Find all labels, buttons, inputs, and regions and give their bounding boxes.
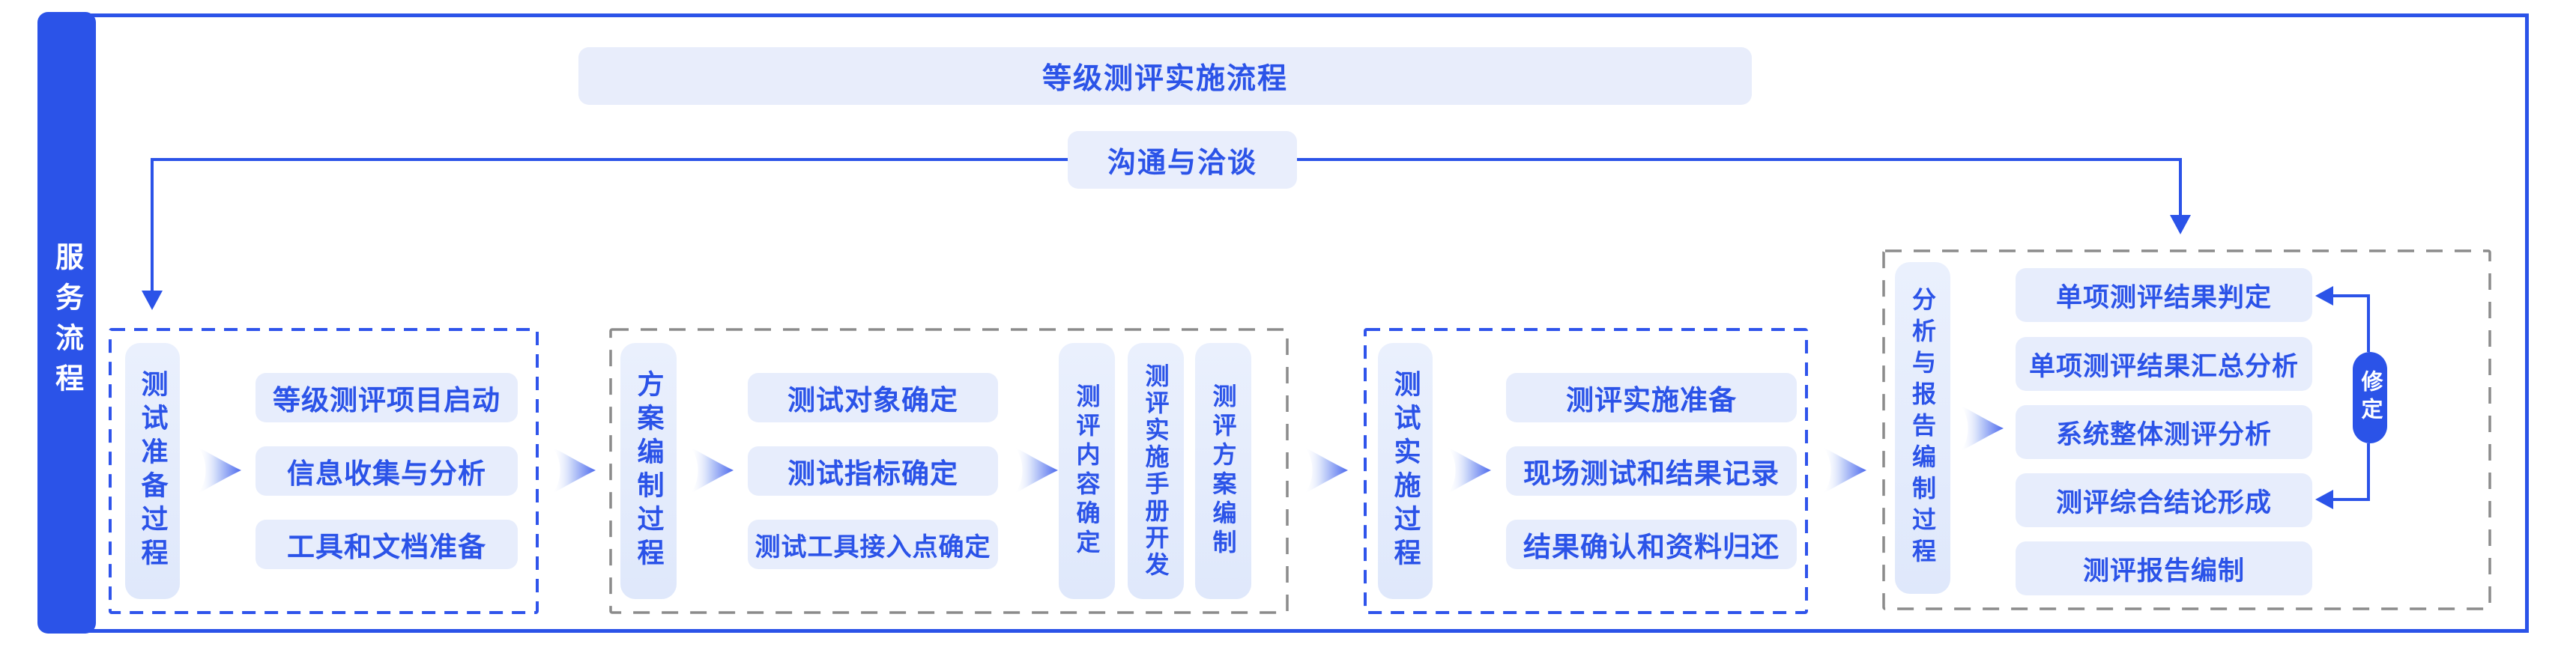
output-pill: 测评实施手册开发: [1128, 343, 1184, 599]
stage-test-implementation: 测试实施过程 测评实施准备 现场测试和结果记录 结果确认和资料归还: [1364, 328, 1808, 614]
diagram-title: 等级测评实施流程: [578, 47, 1752, 105]
revision-connector: [2367, 296, 2370, 352]
left-arrowhead-icon: [2315, 490, 2333, 509]
process-step: 测评综合结论形成: [2016, 473, 2312, 527]
output-pill: 测评内容确定: [1059, 343, 1115, 599]
process-step: 测试指标确定: [748, 446, 998, 496]
process-step: 工具和文档准备: [256, 520, 518, 569]
process-step: 单项测评结果汇总分析: [2016, 337, 2312, 391]
down-arrowhead-icon: [2170, 215, 2191, 234]
output-pill: 测评方案编制: [1195, 343, 1251, 599]
process-step: 单项测评结果判定: [2016, 268, 2312, 322]
stage-dashed-border: [609, 328, 1289, 614]
process-step: 系统整体测评分析: [2016, 405, 2312, 459]
revision-pill: 修定: [2353, 352, 2387, 443]
revision-connector: [2332, 498, 2370, 501]
process-step: 测试工具接入点确定: [748, 520, 998, 569]
stage-label-pill: 测试实施过程: [1378, 343, 1433, 599]
revision-connector: [2332, 294, 2370, 297]
stage-label-pill: 方案编制过程: [620, 343, 677, 599]
stage-analysis-report: 分析与报告编制过程 单项测评结果判定 单项测评结果汇总分析 系统整体测评分析 测…: [1882, 249, 2491, 610]
stage-plan-compilation: 方案编制过程 测试对象确定 测试指标确定 测试工具接入点确定 测评内容确定 测评…: [609, 328, 1289, 614]
stage-dashed-border: [1882, 249, 2491, 610]
stage-label-pill: 分析与报告编制过程: [1895, 262, 1950, 594]
sidebar-label: 服务流程: [50, 242, 82, 404]
communication-step: 沟通与洽谈: [1068, 131, 1297, 189]
revision-connector: [2367, 443, 2370, 501]
down-arrowhead-icon: [142, 291, 163, 310]
flow-arrow-icon: [1960, 405, 2004, 452]
revision-label: 修定: [2358, 370, 2382, 425]
stage-label: 测试准备过程: [137, 370, 169, 572]
flow-arrow-icon: [552, 447, 596, 493]
process-step: 测试对象确定: [748, 373, 998, 422]
process-step: 测评实施准备: [1506, 373, 1797, 422]
left-drop-line: [151, 158, 154, 293]
process-step: 现场测试和结果记录: [1506, 446, 1797, 496]
flow-arrow-icon: [690, 447, 734, 493]
stage-label-pill: 测试准备过程: [125, 343, 180, 599]
stage-label: 测试实施过程: [1390, 370, 1421, 572]
flow-arrow-icon: [1304, 447, 1348, 493]
stage-label: 方案编制过程: [633, 370, 665, 572]
process-step: 结果确认和资料归还: [1506, 520, 1797, 569]
output-label: 测评内容确定: [1073, 383, 1101, 559]
process-step: 信息收集与分析: [256, 446, 518, 496]
flow-arrow-icon: [1015, 447, 1058, 493]
flow-arrow-icon: [1823, 447, 1866, 493]
output-label: 测评方案编制: [1209, 383, 1237, 559]
stage-dashed-border: [109, 328, 539, 614]
process-step: 等级测评项目启动: [256, 373, 518, 422]
stage-label: 分析与报告编制过程: [1909, 286, 1936, 570]
flow-arrow-icon: [198, 447, 241, 493]
process-step: 测评报告编制: [2016, 541, 2312, 595]
left-arrowhead-icon: [2315, 286, 2333, 306]
right-drop-line: [2179, 158, 2182, 216]
flow-arrow-icon: [1448, 447, 1491, 493]
sidebar: 服务流程: [37, 12, 96, 634]
output-label: 测评实施手册开发: [1142, 363, 1170, 579]
stage-test-preparation: 测试准备过程 等级测评项目启动 信息收集与分析 工具和文档准备: [109, 328, 539, 614]
